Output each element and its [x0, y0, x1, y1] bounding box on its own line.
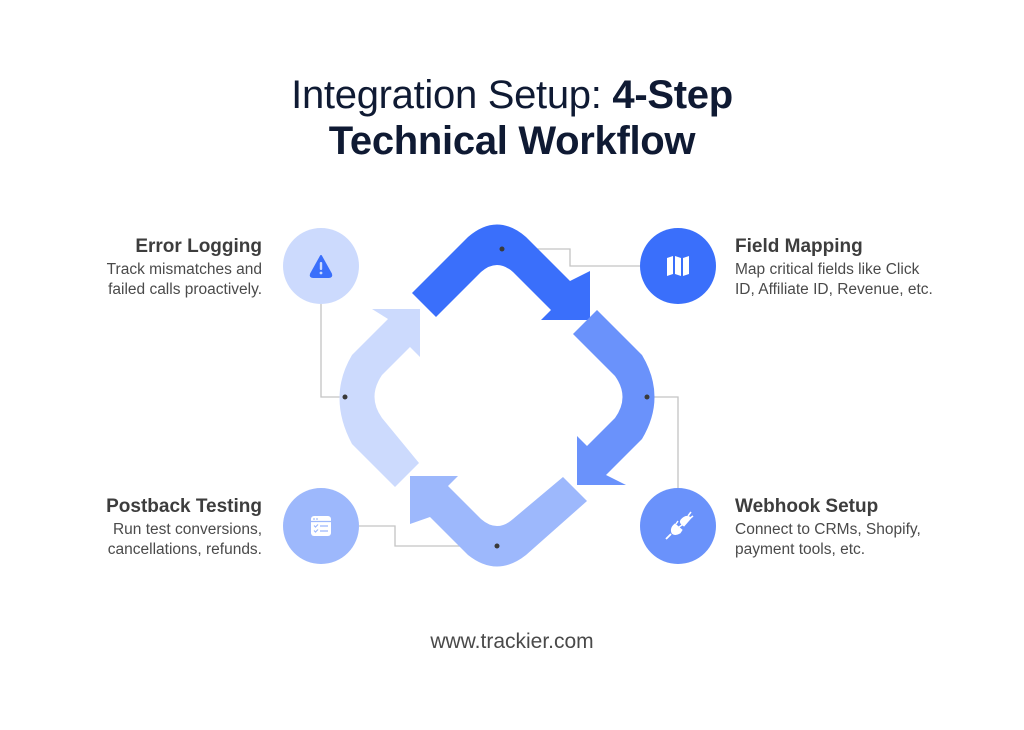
title-regular: Integration Setup:: [291, 73, 613, 117]
connector-postback-testing: [359, 525, 497, 547]
footer-url[interactable]: www.trackier.com: [430, 630, 594, 653]
arrow-field-mapping: [412, 224, 590, 320]
step-webhook-setup: Webhook Setup Connect to CRMs, Shopify, …: [735, 496, 921, 560]
error-logging-badge: [283, 228, 359, 304]
dot-webhook-setup: [644, 394, 650, 400]
checklist-window-icon: [311, 516, 331, 536]
step-desc-line: payment tools, etc.: [735, 541, 866, 558]
dot-field-mapping: [499, 246, 505, 252]
page-title-line-2: Technical Workflow: [328, 119, 696, 163]
step-postback-testing: Postback Testing Run test conversions, c…: [106, 496, 262, 560]
title-bold: 4-Step: [612, 73, 733, 117]
step-field-mapping: Field Mapping Map critical fields like C…: [735, 236, 933, 300]
warning-icon: [309, 255, 333, 278]
connector-dots: [342, 246, 650, 549]
arrow-error-logging: [339, 309, 420, 487]
arrow-webhook-setup: [573, 310, 655, 485]
step-desc-line: cancellations, refunds.: [107, 541, 262, 558]
plug-icon: [665, 511, 694, 540]
dot-error-logging: [342, 394, 348, 400]
step-title: Error Logging: [135, 236, 262, 257]
step-desc-line: Run test conversions,: [112, 521, 262, 538]
connector-webhook-setup: [647, 396, 679, 488]
step-desc-line: Track mismatches and: [106, 261, 262, 278]
page-title-line-1: Integration Setup: 4-Step: [0, 72, 1024, 118]
step-desc-line: Connect to CRMs, Shopify,: [735, 521, 921, 538]
step-desc-line: ID, Affiliate ID, Revenue, etc.: [735, 281, 933, 298]
step-desc-line: Map critical fields like Click: [735, 261, 920, 278]
map-icon: [667, 256, 689, 276]
arrow-postback-testing: [410, 476, 587, 567]
webhook-setup-badge: [640, 488, 716, 564]
step-title: Field Mapping: [735, 236, 863, 257]
postback-testing-badge: [283, 488, 359, 564]
cycle-arrows: [339, 224, 655, 567]
step-title: Postback Testing: [106, 496, 262, 517]
step-error-logging: Error Logging Track mismatches and faile…: [107, 236, 262, 300]
step-desc-line: failed calls proactively.: [108, 281, 262, 298]
dot-postback-testing: [494, 543, 500, 549]
step-title: Webhook Setup: [735, 496, 879, 517]
connector-error-logging: [320, 304, 345, 398]
field-mapping-badge: [640, 228, 716, 304]
